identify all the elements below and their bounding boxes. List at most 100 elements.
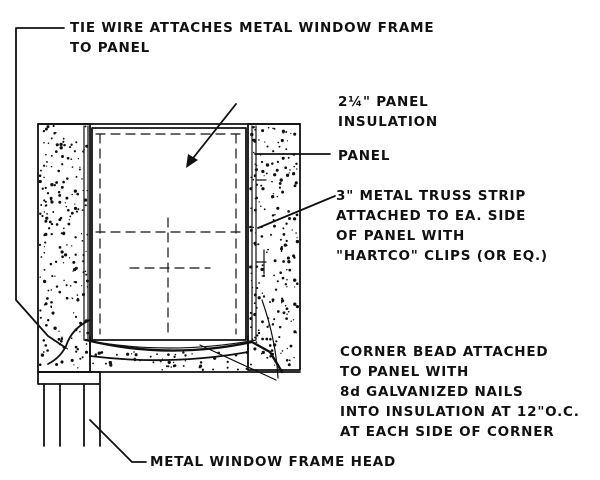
aggregate-speck [276,195,279,198]
aggregate-speck [252,226,255,229]
aggregate-speck [79,357,82,360]
aggregate-speck [44,127,48,131]
aggregate-speck [257,331,261,335]
aggregate-speck [292,319,295,321]
aggregate-speck [58,330,60,332]
window-head-label: METAL WINDOW FRAME HEAD [150,454,396,470]
aggregate-speck [38,174,42,177]
aggregate-speck [288,217,291,220]
aggregate-speck [273,127,276,130]
aggregate-speck [44,186,47,190]
aggregate-speck [58,193,62,197]
aggregate-speck [125,352,130,356]
aggregate-speck [296,168,298,170]
aggregate-speck [258,139,260,141]
aggregate-speck [260,160,264,164]
corner-bead-label-line3: 8d GALVANIZED NAILS [340,384,524,400]
aggregate-speck [84,270,87,273]
aggregate-speck [258,201,260,203]
aggregate-speck [46,192,50,195]
aggregate-speck [266,145,269,148]
aggregate-speck [271,214,275,217]
aggregate-speck [65,284,68,287]
aggregate-speck [100,351,104,354]
aggregate-speck [272,193,275,195]
aggregate-speck [75,210,78,213]
aggregate-speck [276,206,280,210]
aggregate-speck [46,165,48,167]
panel-label: PANEL [338,148,390,164]
aggregate-speck [266,356,269,359]
aggregate-speck [47,289,50,292]
aggregate-speck [65,205,68,208]
aggregate-speck [74,203,76,205]
aggregate-speck [285,239,288,243]
aggregate-speck [273,259,277,263]
aggregate-speck [54,150,58,153]
aggregate-speck [40,353,45,357]
aggregate-speck [39,276,41,278]
aggregate-speck [283,243,287,247]
aggregate-speck [281,156,285,160]
aggregate-speck [272,196,275,198]
aggregate-speck [167,353,170,356]
aggregate-speck [60,250,64,254]
insulation-label-line2: INSULATION [338,114,438,130]
truss-strip-label-line1: 3" METAL TRUSS STRIP [336,188,526,204]
aggregate-speck [287,210,290,213]
aggregate-speck [245,367,248,370]
aggregate-speck [278,181,282,185]
aggregate-speck [67,222,71,226]
aggregate-speck [269,337,272,341]
aggregate-speck [73,364,75,366]
aggregate-speck [286,268,288,271]
aggregate-speck [156,353,159,356]
aggregate-speck [82,189,84,192]
aggregate-speck [286,256,290,260]
aggregate-speck [295,213,299,217]
aggregate-speck [161,369,163,371]
aggregate-speck [258,282,260,284]
aggregate-speck [261,169,265,174]
aggregate-speck [42,351,45,353]
aggregate-speck [279,178,283,182]
aggregate-speck [46,297,49,300]
aggregate-speck [257,243,260,246]
aggregate-speck [39,309,42,312]
aggregate-speck [45,323,48,327]
aggregate-speck [57,337,61,341]
aggregate-speck [285,148,288,151]
aggregate-speck [58,290,62,294]
aggregate-speck [296,237,298,239]
aggregate-speck [173,355,176,358]
aggregate-speck [68,146,72,149]
aggregate-speck [46,125,50,129]
annotations: TIE WIRE ATTACHES METAL WINDOW FRAME TO … [70,20,579,470]
aggregate-speck [61,232,64,235]
aggregate-speck [71,297,73,299]
aggregate-speck [55,181,59,184]
aggregate-speck [130,353,133,355]
aggregate-speck [226,360,229,364]
aggregate-speck [43,176,45,179]
truss-strip-label-line2: ATTACHED TO EA. SIDE [336,208,526,224]
aggregate-speck [257,296,261,300]
insulation-label-line1: 2¼" PANEL [338,94,429,110]
aggregate-speck [250,363,252,366]
aggregate-speck [261,129,265,133]
aggregate-speck [261,292,264,294]
aggregate-speck [50,289,53,291]
aggregate-speck [167,365,170,368]
aggregate-speck [65,296,69,300]
aggregate-speck [61,163,64,166]
aggregate-speck [245,351,249,354]
aggregate-speck [254,129,256,131]
aggregate-speck [268,344,272,347]
aggregate-speck [45,153,47,156]
aggregate-speck [76,294,79,296]
aggregate-speck [273,318,276,321]
aggregate-speck [72,260,76,264]
aggregate-speck [71,245,73,247]
aggregate-speck [271,180,273,183]
